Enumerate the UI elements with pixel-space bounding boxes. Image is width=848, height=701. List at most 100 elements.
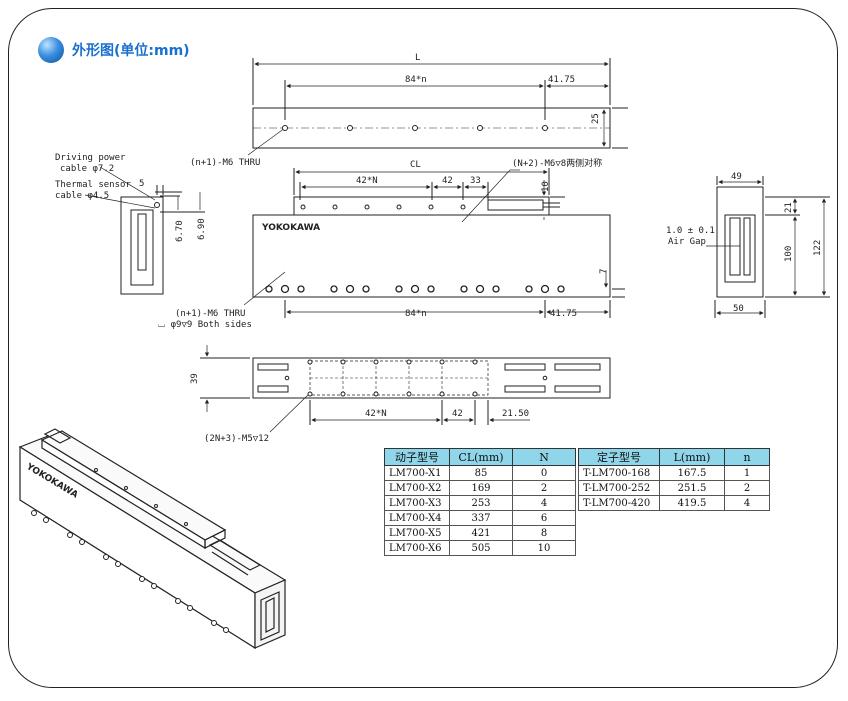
label-airgap: Air Gap [668,237,706,247]
dim-21-50: 21.50 [502,409,529,419]
label-thru-top: (n+1)-M6 THRU [190,158,260,168]
stator-front-holes [265,284,565,294]
label-cable-72: cable φ7.2 [60,164,114,174]
dim-42-bottom: 42 [452,409,463,419]
cable-outline [487,199,544,211]
dim-49: 49 [731,172,742,182]
section-title: 外形图(单位:mm) [72,43,190,59]
cell-l: 251.5 [659,480,725,496]
label-counterbore: ⌴ φ9▽9 Both sides [158,320,252,330]
dim-25: 25 [591,113,601,124]
bullet-ball-icon [38,37,64,63]
cell-model: LM700-X2 [384,480,450,496]
mover-holes [300,204,466,210]
dim-100: 100 [784,246,794,262]
mover-front-outline [293,196,550,216]
label-airgap-value: 1.0 ± 0.1 [666,226,715,236]
cell-n: 0 [512,465,576,481]
cell-n: 8 [512,525,576,541]
dim-6-90: 6.90 [197,218,207,240]
stator-header-n: n [724,448,770,466]
cell-n: 4 [512,495,576,511]
cell-model: LM700-X5 [384,525,450,541]
stator-header-model: 定子型号 [578,448,660,466]
dim-CL: CL [410,160,421,170]
cell-n: 6 [512,510,576,526]
label-thermal-sensor: Thermal sensor [55,180,131,190]
left-side-outline [120,196,164,295]
cell-model: LM700-X6 [384,540,450,556]
cell-l: 167.5 [659,465,725,481]
cell-model: LM700-X3 [384,495,450,511]
dim-pitch-n-bottom: 84*n [405,309,427,319]
dim-pitch-N-bottom: 42*N [365,409,387,419]
cell-cl: 505 [449,540,513,556]
dim-pitch-n-top: 84*n [405,75,427,85]
mover-table-header: 动子型号 CL(mm) N [384,448,576,466]
label-m5-holes: (2N+3)-M5▽12 [204,434,269,444]
cell-cl: 337 [449,510,513,526]
label-coil-holes: (N+2)-M6▽8两侧对称 [512,157,602,169]
cell-cl: 169 [449,480,513,496]
mover-header-n: N [512,448,576,466]
dim-33: 33 [470,176,481,186]
cell-n: 2 [512,480,576,496]
dim-21: 21 [784,202,794,213]
dim-pitch-N-front: 42*N [356,176,378,186]
dim-6-70: 6.70 [175,220,185,242]
dim-41-75-top: 41.75 [548,75,575,85]
cell-model: LM700-X4 [384,510,450,526]
isometric-view [18,428,287,650]
cell-model: T-LM700-420 [578,495,660,511]
label-thru-bottom: (n+1)-M6 THRU [175,309,245,319]
mover-header-cl: CL(mm) [449,448,513,466]
cell-model: T-LM700-252 [578,480,660,496]
cell-cl: 421 [449,525,513,541]
dim-10: 10 [541,181,551,192]
cell-cl: 253 [449,495,513,511]
dim-7: 7 [599,269,609,274]
right-side-view [706,176,830,318]
front-view [243,168,625,318]
cell-n: 2 [724,480,770,496]
stator-top-holes [282,125,548,131]
cell-n: 4 [724,495,770,511]
page-frame [8,8,838,688]
dim-39: 39 [190,373,200,384]
cell-cl: 85 [449,465,513,481]
bottom-outline [252,357,611,399]
bottom-holes [284,359,548,397]
cell-model: T-LM700-168 [578,465,660,481]
label-cable-45: cable φ4.5 [55,191,109,201]
stator-top-view [247,58,628,156]
brand-logo-front: YOKOKAWA [261,223,320,233]
stator-table-header: 定子型号 L(mm) n [578,448,770,466]
dim-42-front: 42 [442,176,453,186]
right-side-outline [716,186,764,298]
section-header: 外形图(单位:mm) [38,36,190,64]
stator-header-l: L(mm) [659,448,725,466]
cell-model: LM700-X1 [384,465,450,481]
cell-l: 419.5 [659,495,725,511]
label-driving-power: Driving power [55,153,126,163]
bottom-view [200,345,611,433]
dim-41-75-bottom: 41.75 [550,309,577,319]
dim-L: L [415,53,420,63]
cell-n: 1 [724,465,770,481]
cell-n: 10 [512,540,576,556]
dim-122: 122 [813,240,823,256]
isometric-holes [31,468,229,633]
mover-header-model: 动子型号 [384,448,450,466]
